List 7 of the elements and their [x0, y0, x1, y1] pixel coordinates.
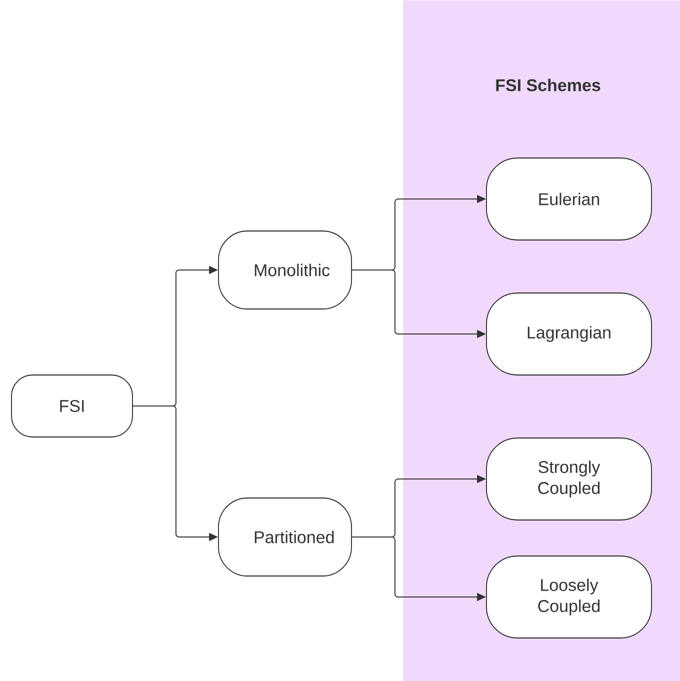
- rounded-box: Partitioned: [218, 498, 352, 576]
- rounded-box: FSI: [11, 374, 133, 438]
- rounded-box: Eulerian: [486, 158, 652, 240]
- rounded-box: Monolithic: [218, 230, 352, 310]
- rounded-box: Strongly Coupled: [486, 438, 652, 520]
- rounded-box: Lagrangian: [486, 292, 652, 376]
- rounded-box: Loosely Coupled: [486, 556, 652, 638]
